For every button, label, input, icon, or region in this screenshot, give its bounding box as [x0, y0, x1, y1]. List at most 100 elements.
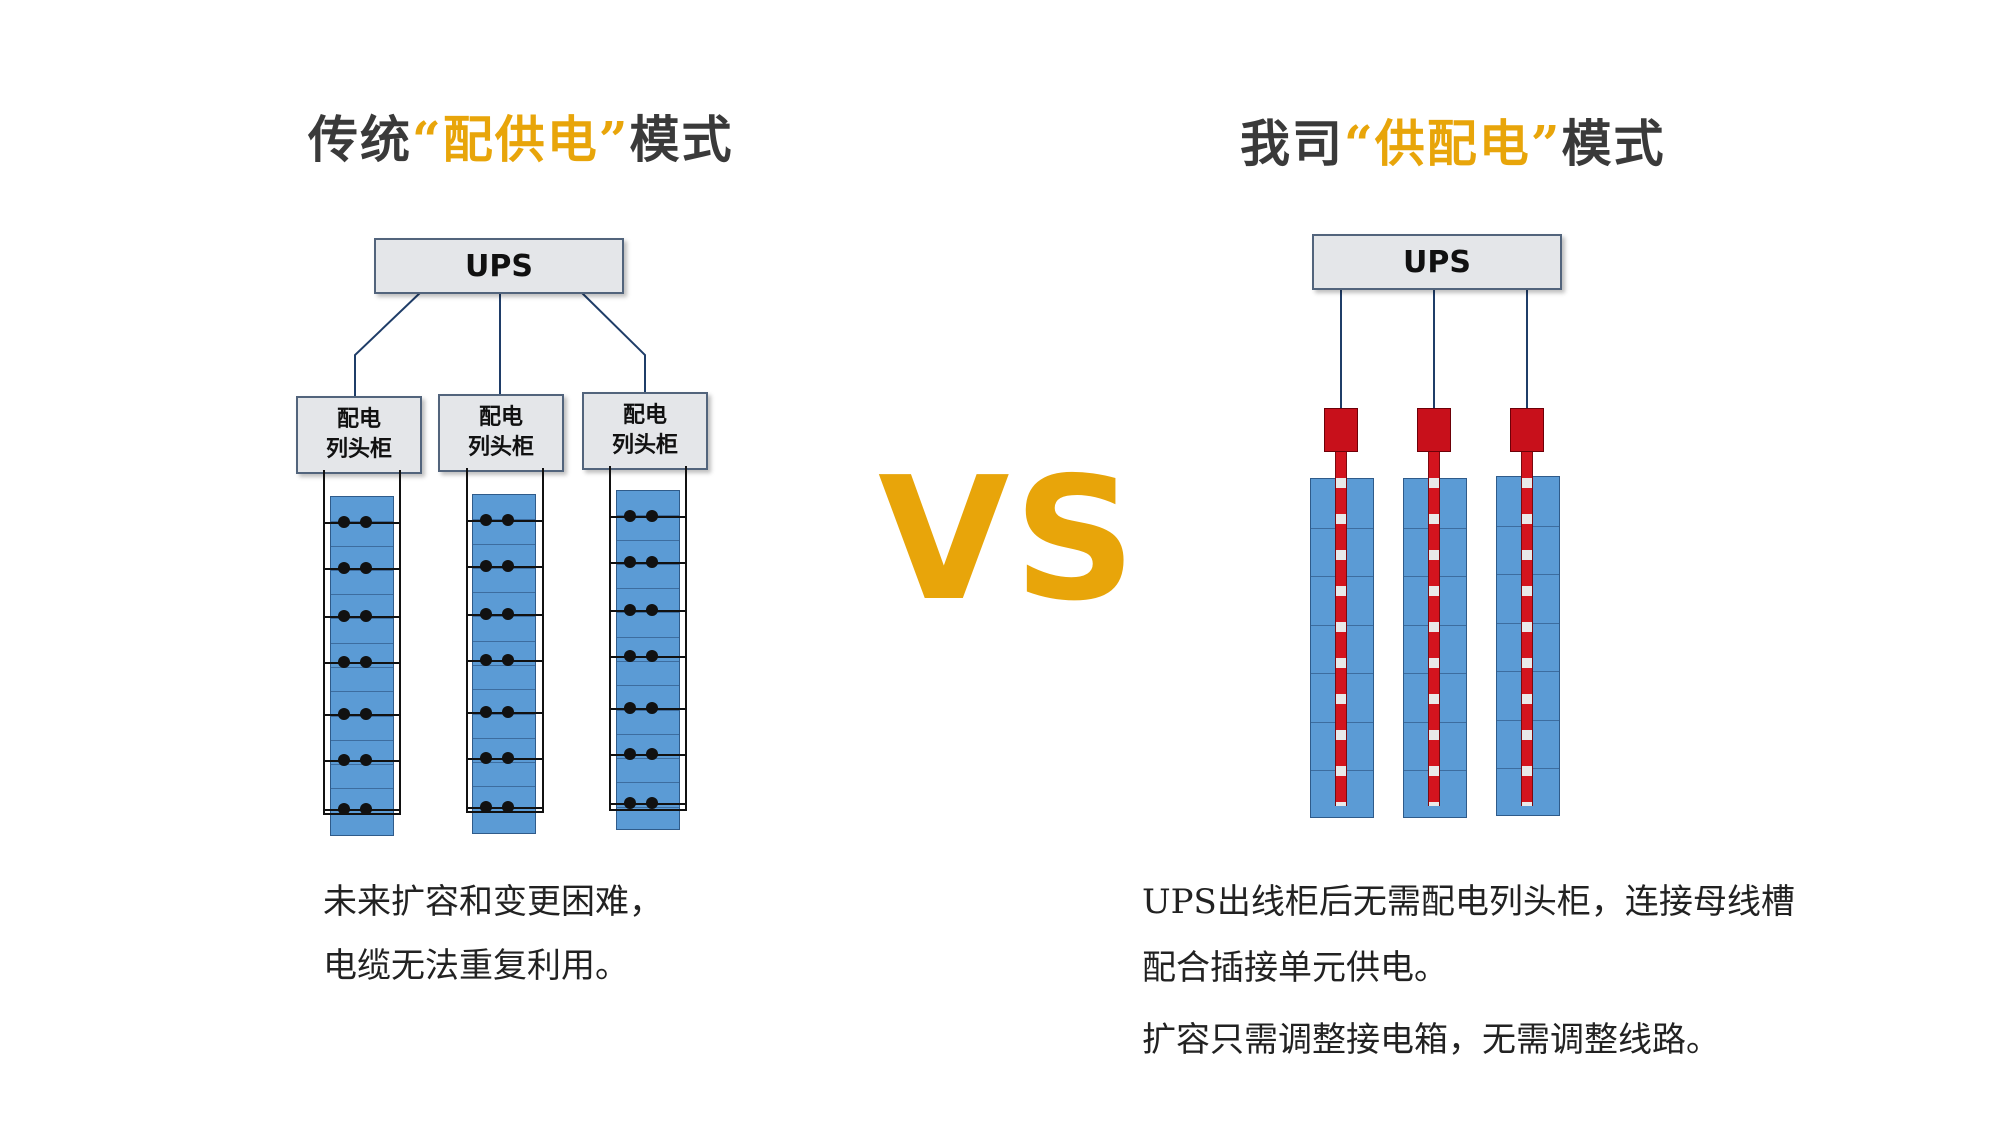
rack-unit-line	[617, 661, 679, 662]
plug-dot	[624, 650, 636, 662]
left-pdu-1: 配电 列头柜	[296, 396, 422, 474]
plug-dot	[502, 706, 514, 718]
right-title: 我司“供配电”模式	[1240, 104, 1666, 176]
plug-dot	[338, 708, 350, 720]
rack-unit-line	[331, 788, 393, 790]
plug-dot	[646, 556, 658, 568]
plug-dot	[338, 803, 350, 815]
rack-unit-line	[617, 782, 679, 784]
rack-unit-line	[617, 685, 679, 687]
left-pdu-2: 配电 列头柜	[438, 394, 564, 472]
plug-dot	[338, 562, 350, 574]
rack-unit-line	[473, 592, 535, 594]
right-desc-line-3: 扩容只需调整接电箱，无需调整线路。	[1142, 1020, 1720, 1060]
plug-dot	[360, 656, 372, 668]
rack-unit-line	[617, 588, 679, 590]
busbar-trunk	[1335, 452, 1347, 806]
rack-unit-line	[331, 594, 393, 596]
pdu-label-line1: 配电	[622, 403, 667, 428]
rack-unit-line	[331, 739, 393, 741]
plug-dot	[502, 654, 514, 666]
plug-dot	[502, 560, 514, 572]
left-title-post: 模式	[629, 110, 734, 169]
left-title: 传统“配供电”模式	[308, 100, 734, 172]
plug-dot	[480, 560, 492, 572]
plug-dot	[646, 650, 658, 662]
plug-dot	[502, 608, 514, 620]
plug-dot	[480, 706, 492, 718]
plug-dot	[480, 801, 492, 813]
rack-unit-line	[331, 667, 393, 668]
plug-dot	[480, 654, 492, 666]
rack-unit-line	[617, 539, 679, 541]
plug-dot	[624, 510, 636, 522]
plug-dot	[480, 514, 492, 526]
left-title-pre: 传统	[308, 110, 412, 169]
plug-dot	[360, 562, 372, 574]
plug-dot	[360, 610, 372, 622]
busbar-feed-box	[1510, 408, 1544, 452]
plug-dot	[624, 797, 636, 809]
plug-dot	[502, 801, 514, 813]
rack-unit-line	[617, 636, 679, 638]
plug-dot	[360, 516, 372, 528]
rack-unit-line	[473, 640, 535, 642]
pdu-label-line1: 配电	[336, 407, 381, 432]
plug-dot	[480, 752, 492, 764]
right-desc-line-2: 配合插接单元供电。	[1142, 948, 1448, 988]
rack-unit-line	[473, 786, 535, 788]
right-title-highlight: “供配电”	[1344, 114, 1562, 173]
rack-unit-line	[473, 665, 535, 666]
plug-dot	[624, 702, 636, 714]
busbar-feed-box	[1417, 408, 1451, 452]
left-connector-3	[579, 290, 646, 392]
rack-unit-line	[331, 642, 393, 644]
rack-unit-line	[473, 737, 535, 739]
pdu-label-line2: 列头柜	[611, 433, 678, 458]
rack-unit-line	[617, 733, 679, 735]
plug-dot	[624, 556, 636, 568]
busbar-trunk	[1521, 452, 1533, 806]
plug-dot	[624, 604, 636, 616]
right-ups-box: UPS	[1312, 234, 1562, 290]
busbar-trunk	[1428, 452, 1440, 806]
rack-unit-line	[473, 543, 535, 545]
rack-unit-line	[331, 691, 393, 693]
left-ups-box: UPS	[374, 238, 624, 294]
cable-bracket	[609, 466, 687, 811]
left-title-highlight: “配供电”	[412, 110, 630, 169]
plug-dot	[360, 708, 372, 720]
right-title-pre: 我司	[1240, 114, 1344, 173]
left-pdu-3: 配电 列头柜	[582, 392, 708, 470]
pdu-label-line1: 配电	[478, 405, 523, 430]
left-desc-line-1: 未来扩容和变更困难，	[323, 882, 663, 922]
rack-unit-line	[473, 689, 535, 691]
plug-dot	[646, 604, 658, 616]
right-ups-label: UPS	[1403, 244, 1471, 280]
plug-dot	[338, 610, 350, 622]
left-connector-1	[354, 290, 423, 396]
plug-dot	[338, 656, 350, 668]
plug-dot	[360, 803, 372, 815]
plug-dot	[338, 754, 350, 766]
plug-dot	[646, 702, 658, 714]
plug-dot	[646, 797, 658, 809]
plug-dot	[646, 748, 658, 760]
plug-dot	[502, 752, 514, 764]
vs-label: VS	[878, 441, 1141, 639]
plug-dot	[360, 754, 372, 766]
plug-dot	[480, 608, 492, 620]
left-desc-line-2: 电缆无法重复利用。	[323, 946, 629, 986]
plug-dot	[502, 514, 514, 526]
busbar-feed-box	[1324, 408, 1358, 452]
rack-unit-line	[331, 545, 393, 547]
plug-dot	[624, 748, 636, 760]
pdu-label-line2: 列头柜	[467, 435, 534, 460]
left-ups-label: UPS	[465, 248, 533, 284]
plug-dot	[338, 516, 350, 528]
right-title-post: 模式	[1561, 114, 1666, 173]
pdu-label-line2: 列头柜	[325, 437, 392, 462]
right-desc-line-1: UPS出线柜后无需配电列头柜，连接母线槽	[1142, 882, 1795, 922]
plug-dot	[646, 510, 658, 522]
